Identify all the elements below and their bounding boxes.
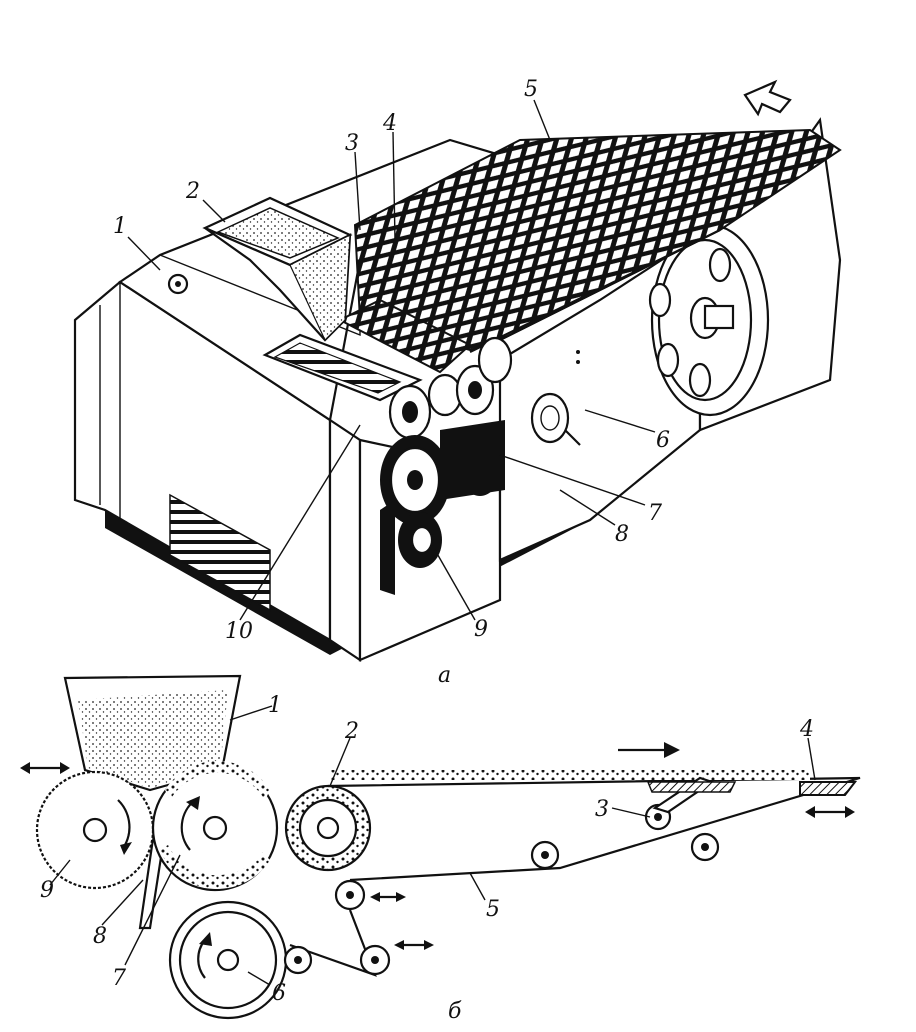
caption-b: б bbox=[448, 999, 462, 1024]
conveyor-belt bbox=[327, 776, 861, 882]
label-3: 3 bbox=[345, 131, 359, 156]
product-layer bbox=[330, 770, 810, 780]
label-2: 2 bbox=[185, 179, 200, 204]
motion-arrows bbox=[20, 742, 855, 950]
schem-label-5: 5 bbox=[486, 897, 500, 922]
leader-lines-top bbox=[127, 99, 656, 621]
label-1: 1 bbox=[113, 214, 127, 239]
machine-illustration bbox=[73, 79, 842, 663]
schem-label-6: 6 bbox=[272, 981, 286, 1006]
label-9: 9 bbox=[474, 617, 488, 642]
top-labels: 1 2 3 4 5 6 7 8 9 10 а bbox=[113, 77, 670, 688]
schem-label-4: 4 bbox=[799, 717, 814, 742]
schem-label-2: 2 bbox=[344, 719, 359, 744]
schem-label-1: 1 bbox=[268, 693, 282, 718]
direction-arrow bbox=[743, 79, 792, 117]
schematic-diagram bbox=[20, 674, 861, 1020]
schem-label-7: 7 bbox=[112, 966, 126, 991]
label-7: 7 bbox=[648, 501, 662, 526]
vent-grille bbox=[169, 493, 271, 612]
label-6: 6 bbox=[656, 428, 670, 453]
caption-a: а bbox=[438, 663, 451, 688]
bottom-labels: 1 2 3 4 5 6 7 8 9 б bbox=[40, 693, 814, 1024]
machine-base bbox=[105, 500, 590, 655]
leader-lines-bottom bbox=[49, 705, 816, 986]
label-10: 10 bbox=[225, 619, 253, 644]
label-8: 8 bbox=[615, 522, 629, 547]
label-5: 5 bbox=[524, 77, 538, 102]
schem-label-8: 8 bbox=[93, 924, 107, 949]
output-tray bbox=[273, 342, 402, 394]
schem-label-3: 3 bbox=[595, 797, 609, 822]
handwheel bbox=[530, 392, 570, 444]
cutting-knife bbox=[799, 781, 858, 796]
schem-label-9: 9 bbox=[40, 878, 54, 903]
label-4: 4 bbox=[382, 111, 397, 136]
